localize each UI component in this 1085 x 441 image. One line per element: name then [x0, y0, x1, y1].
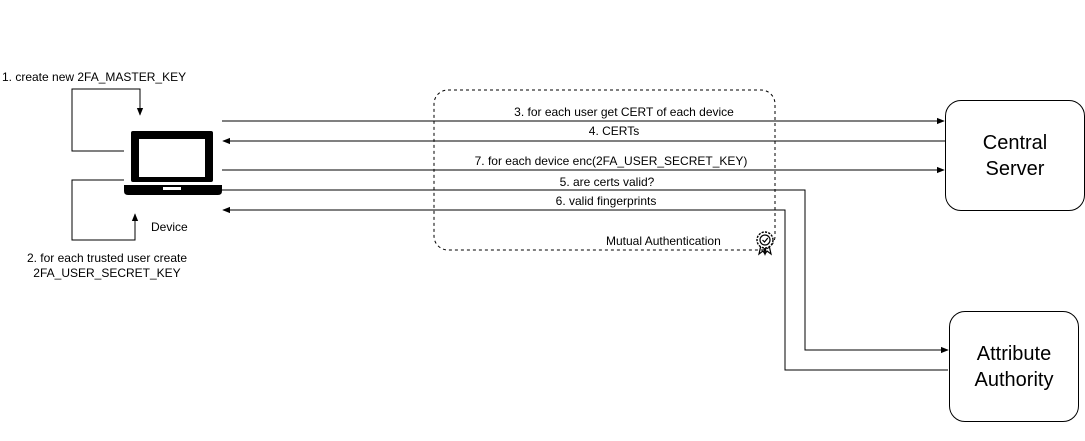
message-label-step4: 4. CERTs: [588, 124, 640, 138]
self-loop-label-step2-line2: 2FA_USER_SECRET_KEY: [33, 266, 181, 280]
message-label-step3: 3. for each user get CERT of each device: [514, 105, 734, 119]
attribute-authority-label-line1: Attribute: [976, 342, 1052, 365]
arrow-are-certs-valid: [222, 189, 949, 354]
central-server-label-line2: Server: [985, 157, 1045, 180]
attribute-authority-node: Attribute Authority: [949, 311, 1079, 422]
message-label-step6: 6. valid fingerprints: [555, 194, 657, 208]
laptop-icon: [124, 131, 222, 195]
self-loop-arrow-create-user-secret-key: [71, 179, 139, 241]
self-loop-arrow-create-master-key: [71, 88, 144, 152]
device-label: Device: [151, 220, 188, 234]
arrow-valid-fingerprints: [222, 206, 948, 371]
self-loop-label-step1: 1. create new 2FA_MASTER_KEY: [2, 70, 187, 84]
mutual-authentication-label: Mutual Authentication: [606, 234, 721, 248]
self-loop-label-step2-line1: 2. for each trusted user create: [26, 251, 188, 265]
central-server-label-line1: Central: [982, 131, 1048, 154]
message-label-step7: 7. for each device enc(2FA_USER_SECRET_K…: [474, 154, 748, 168]
attribute-authority-label-line2: Authority: [974, 368, 1054, 391]
central-server-node: Central Server: [945, 100, 1085, 211]
message-label-step5: 5. are certs valid?: [559, 175, 655, 189]
certificate-badge-icon: [756, 231, 774, 256]
